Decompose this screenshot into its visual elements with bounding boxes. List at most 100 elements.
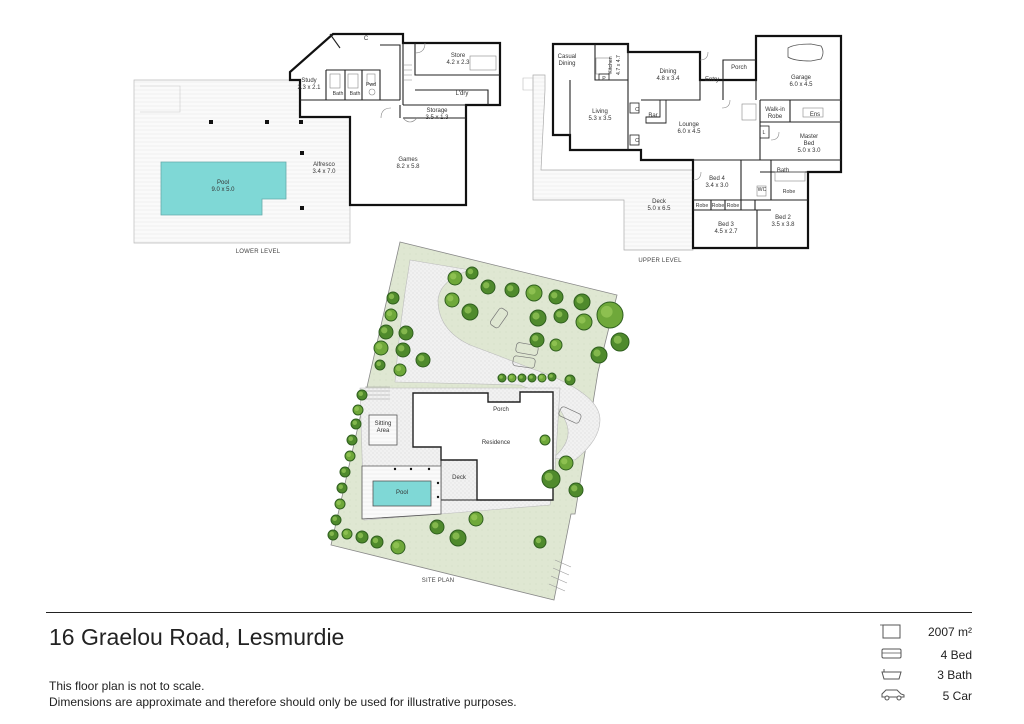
- walkin-robe-label-2: Robe: [768, 114, 783, 120]
- site-tree-highlight: [509, 375, 513, 379]
- ensuite-label: Ens: [810, 112, 820, 118]
- site-tree-highlight: [386, 310, 393, 317]
- disclaimer-line-1: This floor plan is not to scale.: [49, 679, 205, 693]
- site-tree-highlight: [541, 436, 546, 441]
- laundry-label: L'dry: [456, 91, 469, 97]
- lower-c-mark: C: [364, 36, 369, 42]
- garage-dims: 6.0 x 4.5: [789, 82, 813, 88]
- deck-label: Deck: [652, 199, 667, 205]
- site-tree-highlight: [535, 537, 542, 544]
- site-tree-highlight: [381, 327, 388, 334]
- land-area-icon: [880, 624, 901, 639]
- site-driveway: [394, 259, 601, 461]
- site-tree-highlight: [398, 345, 405, 352]
- games-label: Games: [398, 157, 417, 163]
- site-tree-highlight: [578, 316, 586, 324]
- site-tree-highlight: [613, 335, 622, 344]
- site-tree-highlight: [551, 292, 558, 299]
- bed-icon: [881, 648, 902, 659]
- bed2-dims: 3.5 x 3.8: [771, 222, 795, 228]
- bed2-label: Bed 2: [775, 215, 791, 221]
- site-tree-highlight: [329, 531, 334, 536]
- site-parked-cars: [489, 307, 582, 424]
- site-tree-highlight: [528, 287, 536, 295]
- site-tree-highlight: [450, 273, 457, 280]
- site-tree-highlight: [544, 472, 553, 481]
- bathroom-count: 3 Bath: [937, 668, 972, 682]
- car-space-count: 5 Car: [942, 689, 972, 703]
- garage-car-icon: [787, 43, 824, 62]
- upper-level-caption: UPPER LEVEL: [638, 258, 682, 264]
- kitchen-dims: 4.7 x 4.7: [616, 55, 622, 75]
- site-tree-highlight: [388, 293, 395, 300]
- wc-label: WC: [758, 187, 767, 193]
- entry-label: Entry: [705, 77, 719, 83]
- upper-c-mark-2: C: [635, 138, 639, 144]
- site-tree-highlight: [418, 355, 425, 362]
- study-label: Study: [301, 78, 316, 84]
- site-tree-highlight: [346, 452, 351, 457]
- deck-dims: 5.0 x 6.5: [647, 206, 671, 212]
- site-sitting-label-1: Sitting: [375, 421, 392, 427]
- site-tree-highlight: [561, 458, 568, 465]
- bed4-label: Bed 4: [709, 176, 725, 182]
- bar-label: Bar: [648, 113, 657, 119]
- site-tree-highlight: [532, 312, 540, 320]
- site-sitting-label-2: Area: [377, 428, 390, 434]
- site-tree-highlight: [571, 485, 578, 492]
- site-porch-label: Porch: [493, 407, 509, 413]
- master-bed-label-1: Master: [800, 134, 818, 140]
- upper-c-mark-1: C: [635, 107, 639, 113]
- robe-label-4: Robe: [783, 189, 796, 195]
- linen-mark: L: [763, 130, 766, 136]
- site-tree-highlight: [372, 537, 379, 544]
- site-tree-highlight: [507, 285, 514, 292]
- site-tree-highlight: [467, 268, 474, 275]
- robe-label-1: Robe: [696, 203, 709, 209]
- bath-icon: [881, 669, 902, 680]
- bed3-label: Bed 3: [718, 222, 734, 228]
- lounge-label: Lounge: [679, 122, 700, 128]
- alfresco-label: Alfresco: [313, 162, 335, 168]
- games-dims: 8.2 x 5.8: [396, 164, 420, 170]
- site-tree-highlight: [556, 311, 563, 318]
- lower-pool-label: Pool: [217, 180, 229, 186]
- bed4-dims: 3.4 x 3.0: [705, 183, 729, 189]
- lower-bath1-label: Bath: [333, 91, 344, 97]
- site-tree-highlight: [376, 343, 383, 350]
- storage-dims: 3.5 x 1.3: [425, 115, 449, 121]
- robe-label-3: Robe: [727, 203, 740, 209]
- store-label: Store: [451, 53, 466, 59]
- garage-label: Garage: [791, 75, 812, 81]
- site-tree-highlight: [336, 500, 341, 505]
- upper-deck-area: [532, 74, 694, 251]
- footer-divider: [46, 612, 972, 613]
- kitchen-label: Kitchen: [608, 56, 614, 73]
- living-label: Living: [592, 109, 608, 115]
- site-tree-highlight: [600, 305, 613, 318]
- property-address: 16 Graelou Road, Lesmurdie: [49, 624, 345, 650]
- site-tree-highlight: [464, 306, 472, 314]
- site-tree-highlight: [358, 391, 363, 396]
- lower-level-caption: LOWER LEVEL: [236, 249, 281, 255]
- alfresco-dims: 3.4 x 7.0: [312, 169, 336, 175]
- bedroom-count: 4 Bed: [940, 648, 972, 662]
- site-tree-highlight: [357, 532, 364, 539]
- site-tree-highlight: [529, 375, 533, 379]
- robe-label-2: Robe: [712, 203, 725, 209]
- site-tree-highlight: [551, 340, 558, 347]
- upper-level-plan: Casual Dining Kitchen 4.7 x 4.7 P Dining…: [522, 34, 843, 264]
- site-tree-highlight: [395, 365, 402, 372]
- porch-label: Porch: [731, 65, 747, 71]
- site-tree-highlight: [447, 295, 454, 302]
- casual-dining-label-2: Dining: [558, 61, 575, 67]
- powder-room-label: Pwd: [366, 82, 376, 88]
- lower-bath2-label: Bath: [350, 91, 361, 97]
- site-residence-label: Residence: [482, 440, 511, 446]
- car-icon: [881, 689, 905, 701]
- disclaimer-line-2: Dimensions are approximate and therefore…: [49, 695, 517, 709]
- land-area-value: 2007 m²: [927, 625, 972, 639]
- living-dims: 5.3 x 3.5: [588, 116, 612, 122]
- site-tree-highlight: [532, 335, 539, 342]
- store-dims: 4.2 x 2.3: [446, 60, 470, 66]
